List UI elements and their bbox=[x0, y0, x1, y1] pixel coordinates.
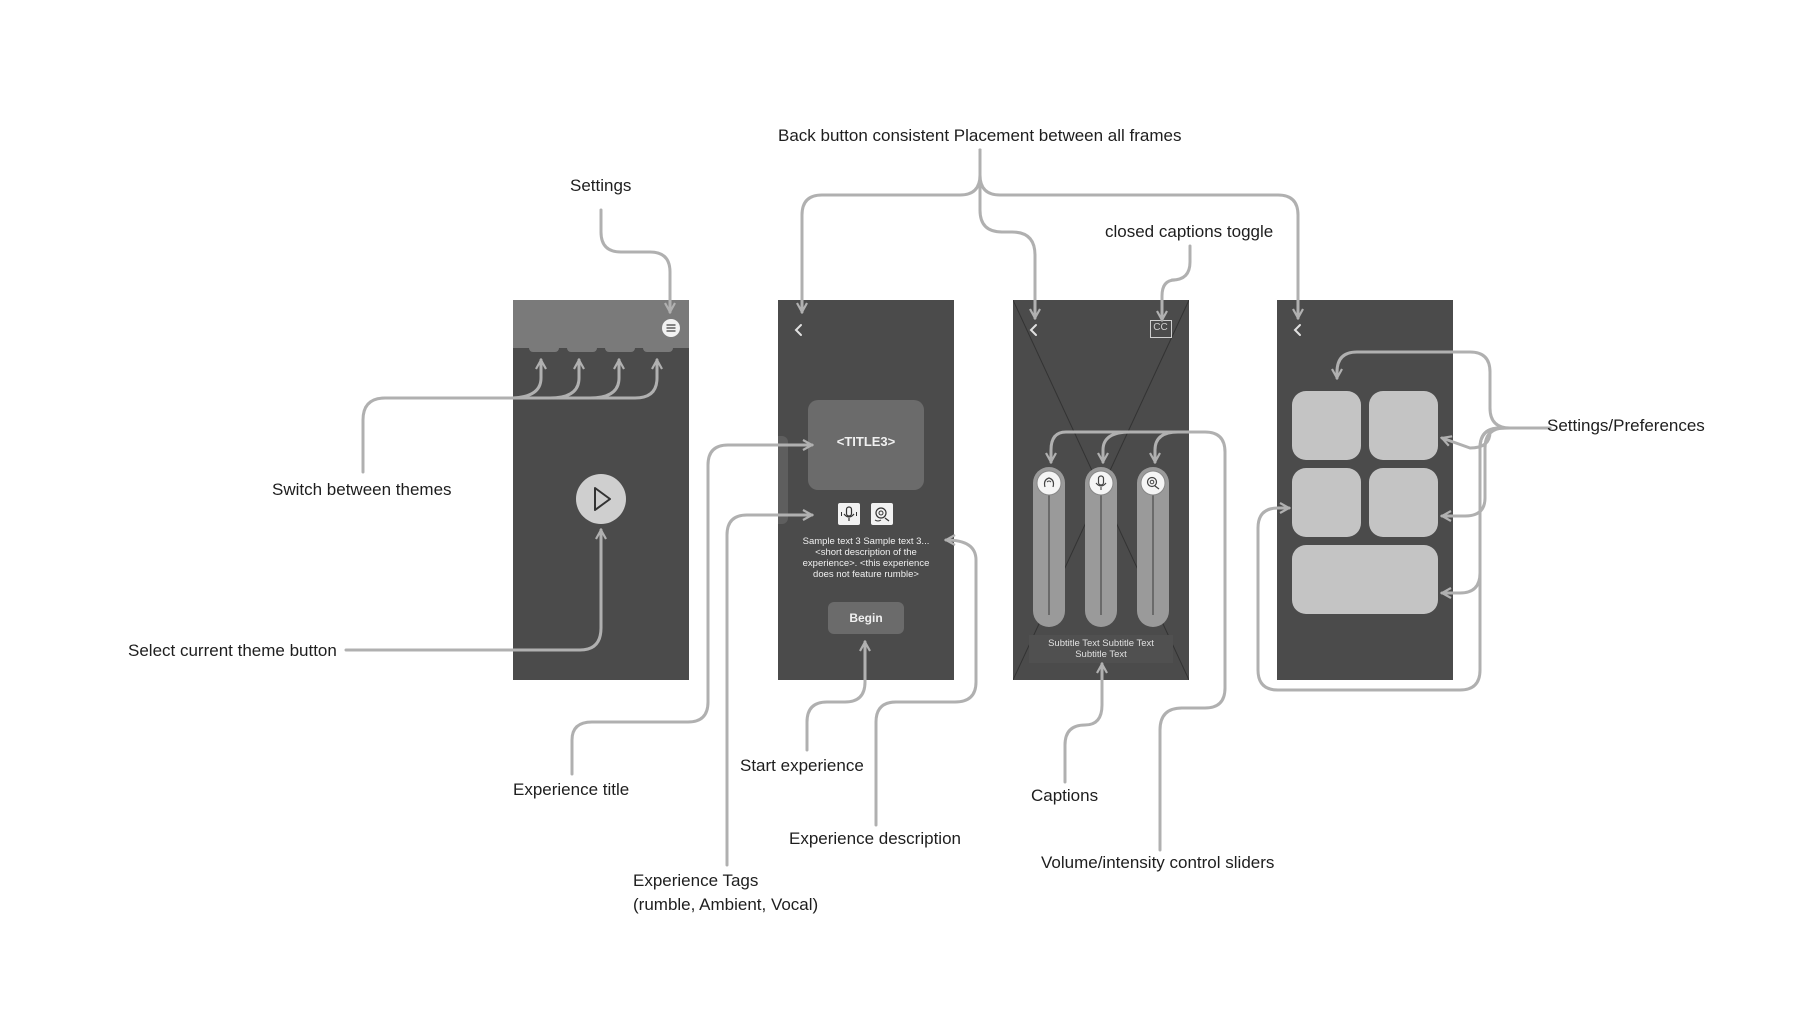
preference-tile-1[interactable] bbox=[1292, 391, 1361, 460]
cc-label: CC bbox=[1153, 322, 1168, 333]
preference-tile-4[interactable] bbox=[1369, 468, 1438, 537]
experience-title-annotation: Experience title bbox=[513, 780, 630, 799]
hamburger-menu-icon[interactable] bbox=[661, 318, 681, 338]
experience-detail-frame: <TITLE3> Sample text 3 Sample text 3... … bbox=[778, 300, 954, 680]
connector-back-frame3 bbox=[978, 148, 1035, 318]
connector-experience-tags bbox=[725, 515, 812, 867]
experience-description: Sample text 3 Sample text 3... <short de… bbox=[802, 536, 930, 580]
switch-themes-annotation: Switch between themes bbox=[272, 480, 452, 499]
connector-volume-3 bbox=[1155, 430, 1180, 462]
preference-tile-3[interactable] bbox=[1292, 468, 1361, 537]
side-card-peek bbox=[778, 436, 788, 524]
connector-prefs-tile2 bbox=[1442, 426, 1552, 450]
connector-cc bbox=[1162, 244, 1192, 320]
connector-themes-2 bbox=[548, 360, 579, 400]
begin-button[interactable]: Begin bbox=[828, 602, 904, 634]
rumble-icon[interactable] bbox=[1140, 470, 1166, 496]
subtitle-text: Subtitle Text Subtitle Text Subtitle Tex… bbox=[1048, 638, 1154, 660]
slider-track bbox=[1152, 495, 1154, 615]
preference-tile-2[interactable] bbox=[1369, 391, 1438, 460]
connector-prefs-tile4 bbox=[1442, 426, 1552, 516]
theme-tab-2[interactable] bbox=[567, 346, 597, 352]
captions-annotation: Captions bbox=[1031, 786, 1099, 805]
start-experience-annotation: Start experience bbox=[740, 756, 864, 775]
connector-back-frame4 bbox=[978, 148, 1298, 318]
subtitle-box: Subtitle Text Subtitle Text Subtitle Tex… bbox=[1029, 635, 1173, 663]
connector-settings bbox=[599, 208, 670, 312]
settings-annotation: Settings bbox=[570, 176, 632, 195]
microphone-icon[interactable] bbox=[1088, 470, 1114, 496]
slider-track bbox=[1048, 495, 1050, 615]
back-button-annotation: Back button consistent Placement between… bbox=[778, 126, 1182, 145]
connector-themes-3 bbox=[588, 360, 619, 400]
connector-select-theme bbox=[344, 530, 601, 652]
connector-prefs-top bbox=[1337, 350, 1552, 430]
connector-captions bbox=[1063, 664, 1102, 784]
connector-experience-title bbox=[570, 445, 812, 776]
connector-start bbox=[805, 642, 865, 752]
theme-tab-1[interactable] bbox=[529, 346, 559, 352]
chevron-left-icon[interactable] bbox=[1027, 322, 1041, 338]
preference-tile-wide[interactable] bbox=[1292, 545, 1438, 614]
connector-volume bbox=[1051, 430, 1227, 852]
play-icon[interactable] bbox=[576, 474, 626, 524]
closed-captions-annotation: closed captions toggle bbox=[1105, 222, 1274, 241]
connector-volume-2 bbox=[1103, 430, 1132, 462]
experience-title: <TITLE3> bbox=[836, 434, 896, 449]
chevron-left-icon[interactable] bbox=[1291, 322, 1305, 338]
select-theme-annotation: Select current theme button bbox=[128, 641, 337, 660]
volume-sliders-annotation: Volume/intensity control sliders bbox=[1041, 853, 1275, 872]
settings-frame bbox=[1277, 300, 1453, 680]
theme-tab-4[interactable] bbox=[643, 346, 673, 352]
ambient-sound-icon[interactable] bbox=[1036, 470, 1062, 496]
settings-preferences-annotation: Settings/Preferences bbox=[1547, 416, 1705, 435]
theme-tab-3[interactable] bbox=[605, 346, 635, 352]
experience-description-annotation: Experience description bbox=[789, 829, 961, 848]
playback-frame: CC Subtitle bbox=[1013, 300, 1189, 680]
connector-description bbox=[874, 540, 978, 827]
connector-back-frame2 bbox=[802, 148, 982, 312]
experience-tags-annotation: Experience Tags (rumble, Ambient, Vocal) bbox=[633, 871, 819, 914]
connector-themes-main bbox=[361, 360, 657, 474]
connector-prefs-wide bbox=[1442, 426, 1552, 593]
microphone-icon bbox=[838, 503, 860, 525]
experience-title-card[interactable]: <TITLE3> bbox=[808, 400, 924, 490]
slider-track bbox=[1100, 495, 1102, 615]
begin-button-label: Begin bbox=[849, 611, 883, 625]
rumble-icon bbox=[871, 503, 893, 525]
theme-header-bar bbox=[513, 300, 689, 348]
chevron-left-icon[interactable] bbox=[792, 322, 806, 338]
connector-prefs-tile3 bbox=[1256, 426, 1552, 692]
connector-themes-1 bbox=[507, 360, 541, 400]
